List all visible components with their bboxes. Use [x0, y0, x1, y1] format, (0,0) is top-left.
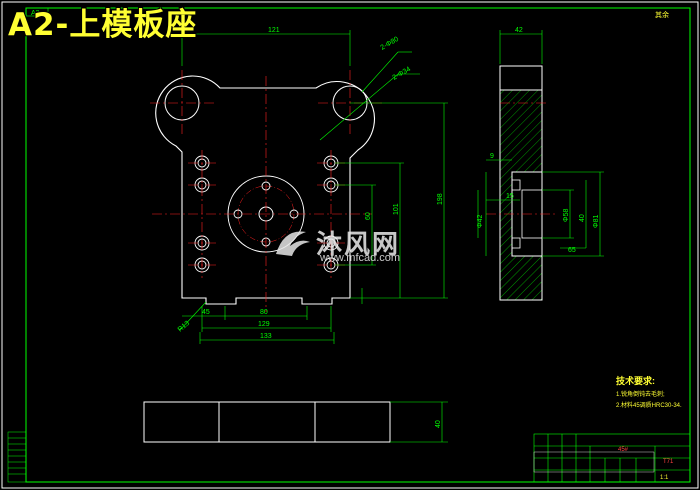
dim-top: 121	[268, 27, 280, 34]
watermark-brand: 沐风网	[316, 230, 401, 260]
side-dim-phi81: Φ81	[593, 215, 600, 228]
left-revision-strip	[7, 431, 27, 483]
side-dim-text: 42 9 15 Φ42 Φ58 Φ81 40 65	[477, 27, 600, 254]
side-step-top	[511, 179, 521, 191]
front-centerlines	[150, 70, 382, 312]
side-dim-15: 15	[506, 193, 514, 200]
corner-mark: 其余	[655, 10, 669, 19]
side-dim-9: 9	[490, 153, 494, 160]
dim-80: 80	[260, 309, 268, 316]
side-view: 42 9 15 Φ42 Φ58 Φ81 40 65	[477, 27, 604, 301]
bottom-dim-40: 40	[435, 420, 442, 428]
title-block-scale: 1:1	[660, 475, 669, 481]
drawing-title: A2-上模板座	[8, 7, 198, 43]
dim-129: 129	[258, 321, 270, 328]
tech-req-line2: 2.材料45调质HRC30-34.	[616, 401, 682, 409]
drawing-frame	[25, 7, 691, 483]
dim-45: 45	[202, 309, 210, 316]
side-dim-40: 40	[579, 214, 586, 222]
sheet-mark-box	[25, 7, 49, 17]
bolt-circle	[237, 185, 295, 243]
bottom-view: 40	[143, 401, 448, 443]
side-dim-phi58: Φ58	[563, 209, 570, 222]
sheet-mark: A3	[31, 10, 40, 17]
side-dim-42: 42	[515, 27, 523, 34]
dim-2phi80: 2-Φ80	[380, 36, 401, 52]
tech-req-heading: 技术要求:	[616, 375, 655, 386]
front-view: 121 2-Φ80 2-Φ34 80 45 129 133 R13 198 10…	[150, 27, 448, 344]
dim-198: 198	[437, 193, 444, 205]
dim-101: 101	[393, 203, 400, 215]
front-dimensions	[179, 30, 448, 344]
title-block-material: 45#	[618, 447, 629, 453]
dim-133: 133	[260, 333, 272, 340]
front-dim-text: 121 2-Φ80 2-Φ34 80 45 129 133 R13 198 10…	[177, 27, 444, 340]
dim-60: 60	[365, 212, 372, 220]
side-body-top	[499, 65, 543, 91]
title-block-partno: T71	[663, 459, 674, 465]
side-step-bot	[511, 237, 521, 249]
watermark-logo-icon	[276, 231, 310, 256]
title-block-text: 45# T71 1:1	[618, 447, 674, 481]
dim-r13: R13	[177, 320, 191, 334]
side-dim-65: 65	[568, 247, 576, 254]
watermark-url: www.mfcad.com	[320, 252, 401, 264]
tech-req-line1: 1.锐角倒钝去毛刺;	[616, 390, 665, 398]
title-block	[533, 433, 691, 483]
side-dim-phi42: Φ42	[477, 215, 484, 228]
side-dimensions	[477, 30, 604, 257]
tech-requirements: 技术要求: 1.锐角倒钝去毛刺; 2.材料45调质HRC30-34.	[616, 375, 682, 409]
bottom-view-outline	[143, 401, 391, 443]
